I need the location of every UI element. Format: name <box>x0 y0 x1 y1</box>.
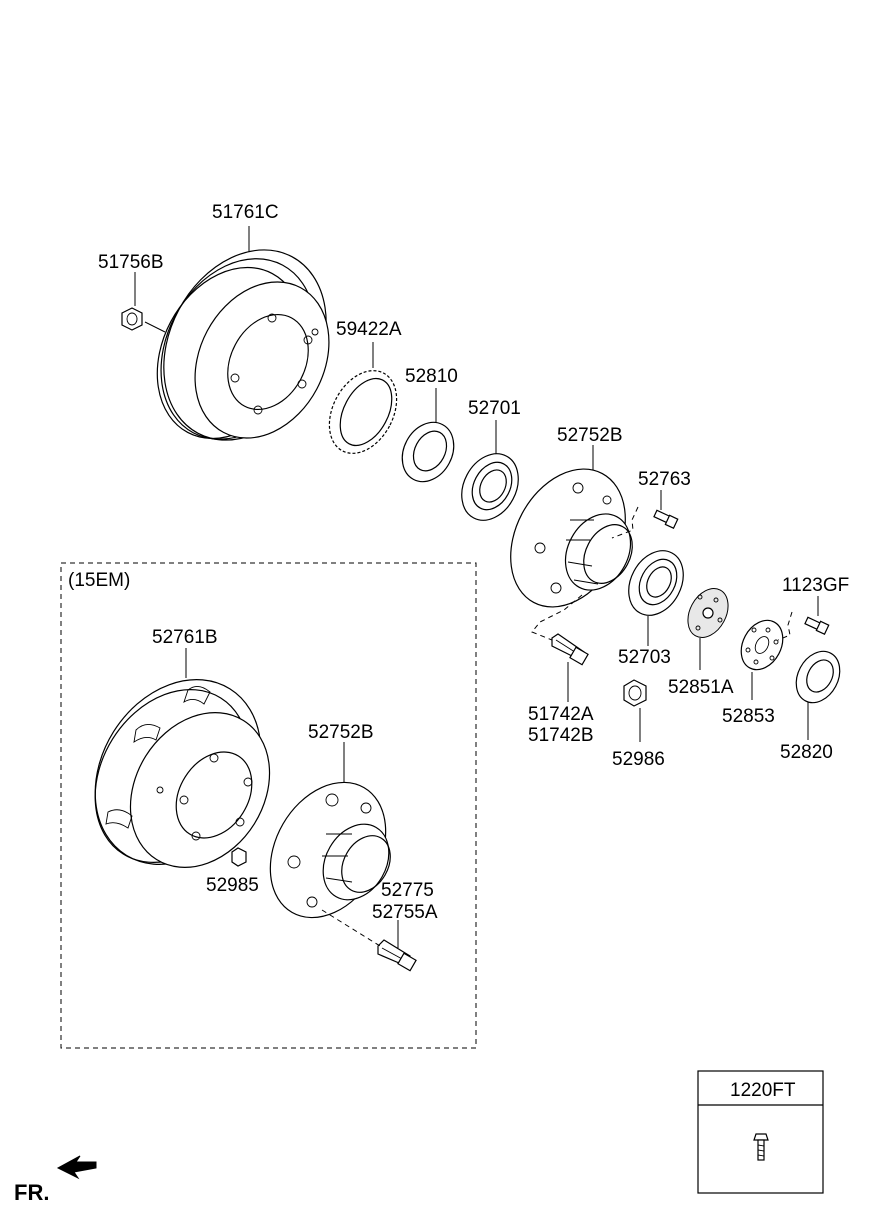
label-52853: 52853 <box>722 706 775 727</box>
oil-seal-52820[interactable] <box>788 644 849 710</box>
label-52763: 52763 <box>638 469 691 490</box>
screw-icon[interactable] <box>753 1133 769 1161</box>
oil-seal-52810[interactable] <box>392 413 463 490</box>
label-51756b: 51756B <box>98 252 164 273</box>
hub-52752b[interactable] <box>488 449 648 627</box>
label-52986: 52986 <box>612 749 665 770</box>
variant-title: (15EM) <box>68 570 130 591</box>
hub-stud-52755a[interactable] <box>377 939 417 972</box>
label-51761c: 51761C <box>212 202 279 223</box>
label-52755a: 52755A <box>372 902 438 923</box>
front-direction-indicator: FR. <box>14 1155 97 1205</box>
label-51742b: 51742B <box>528 725 594 746</box>
hub-stud-51742[interactable] <box>551 633 589 666</box>
label-52851a: 52851A <box>668 677 734 698</box>
label-52752b-variant: 52752B <box>308 722 374 743</box>
label-51742a: 51742A <box>528 704 594 725</box>
nut-52985[interactable] <box>231 847 247 867</box>
label-52775: 52775 <box>381 880 434 901</box>
front-label: FR. <box>14 1180 49 1205</box>
brake-drum-51761c[interactable] <box>129 221 359 468</box>
brake-drum-52761b[interactable] <box>62 649 298 896</box>
screw-1123gf[interactable] <box>804 616 830 636</box>
label-1123gf: 1123GF <box>782 575 849 596</box>
label-52752b-upper: 52752B <box>557 425 623 446</box>
bearing-52701[interactable] <box>451 444 530 530</box>
label-52701: 52701 <box>468 398 521 419</box>
variant-15em-group: (15EM) 52761B 52985 <box>60 562 477 1049</box>
wheel-nut-52986[interactable] <box>623 679 647 707</box>
label-52703: 52703 <box>618 647 671 668</box>
label-52810: 52810 <box>405 366 458 387</box>
nut-51756b[interactable] <box>121 307 143 331</box>
front-arrow-icon <box>56 1155 97 1180</box>
inset-title: 1220FT <box>730 1080 796 1101</box>
washer-52853[interactable] <box>733 613 791 677</box>
tone-wheel-59422a[interactable] <box>316 359 410 465</box>
label-52761b: 52761B <box>152 627 218 648</box>
inset-1220ft: 1220FT <box>697 1070 824 1194</box>
bolt-52763[interactable] <box>653 509 679 530</box>
label-52985: 52985 <box>206 875 259 896</box>
hub-52752b-variant[interactable] <box>247 762 409 939</box>
label-59422a: 59422A <box>336 319 402 340</box>
spacer-52851a[interactable] <box>680 582 736 645</box>
label-52820: 52820 <box>780 742 833 763</box>
bearing-52703[interactable] <box>618 541 694 625</box>
